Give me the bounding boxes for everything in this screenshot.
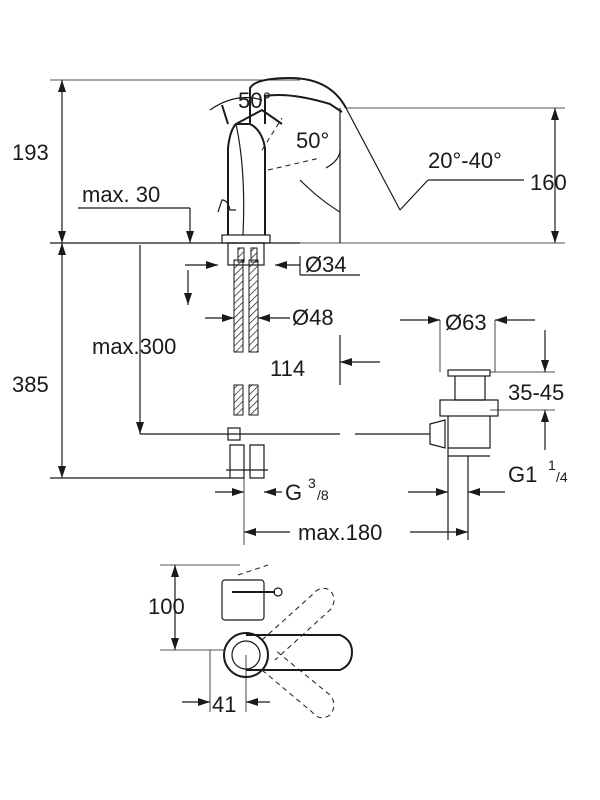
thread-g-3-8: G 3 /8 [285, 475, 329, 505]
dim-114: 114 [270, 356, 305, 381]
faucet-top-view [160, 564, 354, 719]
thread-g38-sub: /8 [317, 487, 329, 503]
thread-g114-main: G1 [508, 462, 537, 487]
faucet-side-view [50, 76, 565, 244]
dim-dia-48: Ø48 [292, 305, 334, 330]
thread-g114-sup: 1 [548, 457, 556, 473]
angle-20-40: 20°-40° [428, 148, 502, 173]
thread-g114-sub: /4 [556, 469, 568, 485]
dim-dia-34: Ø34 [305, 252, 347, 277]
dim-160: 160 [530, 170, 567, 195]
dim-193: 193 [12, 140, 49, 165]
dim-41: 41 [212, 692, 236, 717]
dim-max-30: max. 30 [82, 182, 160, 207]
thread-g38-main: G [285, 480, 302, 505]
dim-dia-63: Ø63 [445, 310, 487, 335]
supply-hoses [50, 242, 430, 479]
angle-50-lever: 50° [238, 88, 271, 113]
angle-50-spout: 50° [296, 128, 329, 153]
dim-35-45: 35-45 [508, 380, 564, 405]
dim-385: 385 [12, 372, 49, 397]
dim-100: 100 [148, 594, 185, 619]
dim-max-180: max.180 [298, 520, 382, 545]
waste-drain [215, 316, 555, 545]
thread-g1-1-4: G1 1 /4 [508, 457, 568, 487]
thread-g38-sup: 3 [308, 475, 316, 491]
dim-max-300: max.300 [92, 334, 176, 359]
